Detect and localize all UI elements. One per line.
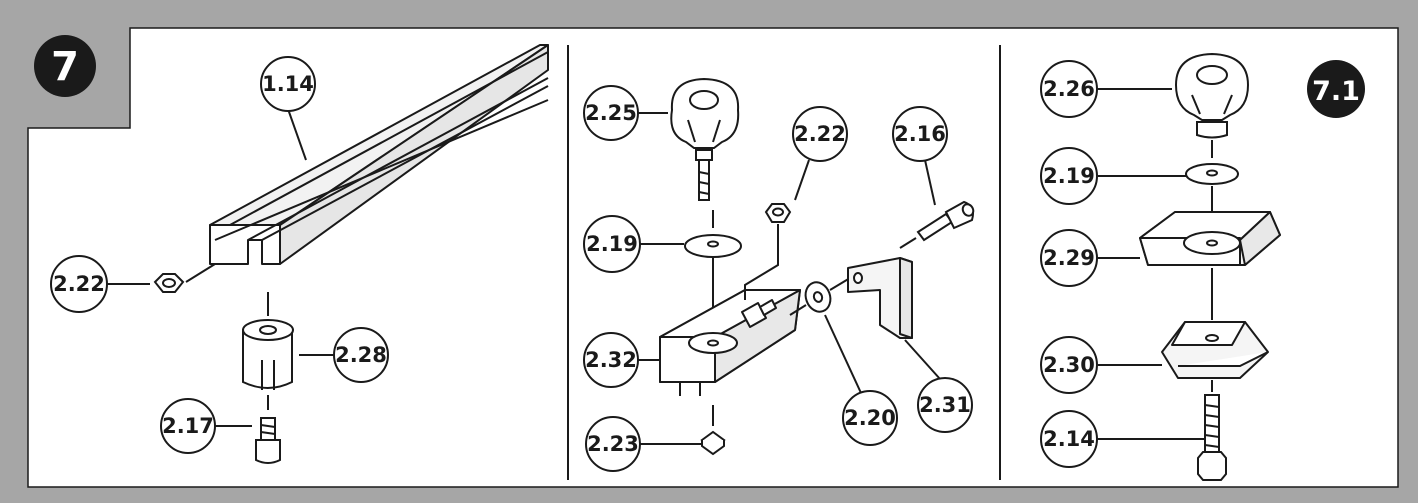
clamp-block-2-32	[659, 289, 801, 396]
callout-label: 2.28	[335, 343, 387, 367]
callout-label: 2.23	[587, 432, 639, 456]
callout-circle	[333, 327, 389, 383]
callout-circle	[842, 390, 898, 446]
leader-lines-panel-1	[107, 108, 334, 427]
callout-circle	[583, 215, 641, 273]
callout-circle	[1040, 336, 1098, 394]
callout-circle	[1040, 60, 1098, 118]
callout-circle	[50, 255, 108, 313]
callout-circle	[585, 416, 641, 472]
callout-2-14: 2.14	[1040, 410, 1098, 468]
callout-2-25: 2.25	[583, 85, 639, 141]
callout-2-16: 2.16	[892, 106, 948, 162]
t-slot-nut-2-30	[1161, 321, 1269, 379]
screw-2-17	[255, 417, 281, 464]
callout-label: 2.22	[794, 122, 846, 146]
leader-lines-panel-3	[1097, 88, 1204, 440]
leader-lines-panel-2	[638, 112, 941, 445]
callout-label: 2.29	[1043, 246, 1095, 270]
callout-2-19: 2.19	[1040, 147, 1098, 205]
callout-circle	[1040, 147, 1098, 205]
callout-label: 2.26	[1043, 77, 1095, 101]
callout-label: 2.16	[894, 122, 946, 146]
callout-2-28: 2.28	[333, 327, 389, 383]
callout-circle	[583, 332, 639, 388]
callout-label: 2.17	[162, 414, 214, 438]
callout-2-31: 2.31	[917, 377, 973, 433]
callout-2-22: 2.22	[792, 106, 848, 162]
callout-2-17: 2.17	[160, 398, 216, 454]
callout-label: 2.19	[586, 232, 638, 256]
step-badge-7-1: 7.1	[1307, 60, 1365, 118]
callout-2-19: 2.19	[583, 215, 641, 273]
step-badge-7: 7	[34, 35, 96, 97]
callout-label: 2.19	[1043, 164, 1095, 188]
callout-label: 2.22	[53, 272, 105, 296]
knob-2-26	[1174, 52, 1250, 139]
callout-circle	[583, 85, 639, 141]
callout-label: 2.14	[1043, 427, 1095, 451]
callout-2-23: 2.23	[585, 416, 641, 472]
sleeve-2-28	[242, 319, 294, 390]
callout-circle	[917, 377, 973, 433]
callout-label: 2.25	[585, 101, 637, 125]
step-number-7: 7	[51, 44, 79, 90]
bracket-2-31	[847, 257, 913, 339]
callout-label: 1.14	[262, 72, 314, 96]
hex-nut-2-22b	[764, 203, 792, 223]
callout-circle	[892, 106, 948, 162]
callout-2-29: 2.29	[1040, 229, 1098, 287]
callout-2-32: 2.32	[583, 332, 639, 388]
hex-nut-2-22	[153, 273, 185, 293]
callout-label: 2.31	[919, 393, 971, 417]
callout-2-26: 2.26	[1040, 60, 1098, 118]
callout-label: 2.20	[844, 406, 896, 430]
callout-2-20: 2.20	[842, 390, 898, 446]
callout-1-14: 1.14	[260, 56, 316, 112]
square-nut-2-23	[700, 430, 726, 456]
washer-2-20	[804, 281, 832, 313]
washer-2-19b	[1185, 163, 1239, 185]
rail-1-14	[209, 44, 549, 265]
callout-circle	[792, 106, 848, 162]
bolt-2-14	[1197, 394, 1227, 481]
screw-2-16	[916, 200, 975, 242]
callout-layer: 1.14 2.22 2.28 2.17 2.25 2.22 2.16 2.19 2.32 2.20…	[50, 56, 1098, 472]
knob-2-25	[670, 77, 740, 201]
pad-2-29	[1139, 211, 1281, 266]
callout-2-22: 2.22	[50, 255, 108, 313]
callout-circle	[260, 56, 316, 112]
callout-2-30: 2.30	[1040, 336, 1098, 394]
callout-circle	[1040, 410, 1098, 468]
callout-label: 2.32	[585, 348, 637, 372]
callout-circle	[1040, 229, 1098, 287]
washer-2-19	[684, 234, 742, 258]
step-number-7-1: 7.1	[1312, 76, 1360, 107]
callout-circle	[160, 398, 216, 454]
callout-label: 2.30	[1043, 353, 1095, 377]
